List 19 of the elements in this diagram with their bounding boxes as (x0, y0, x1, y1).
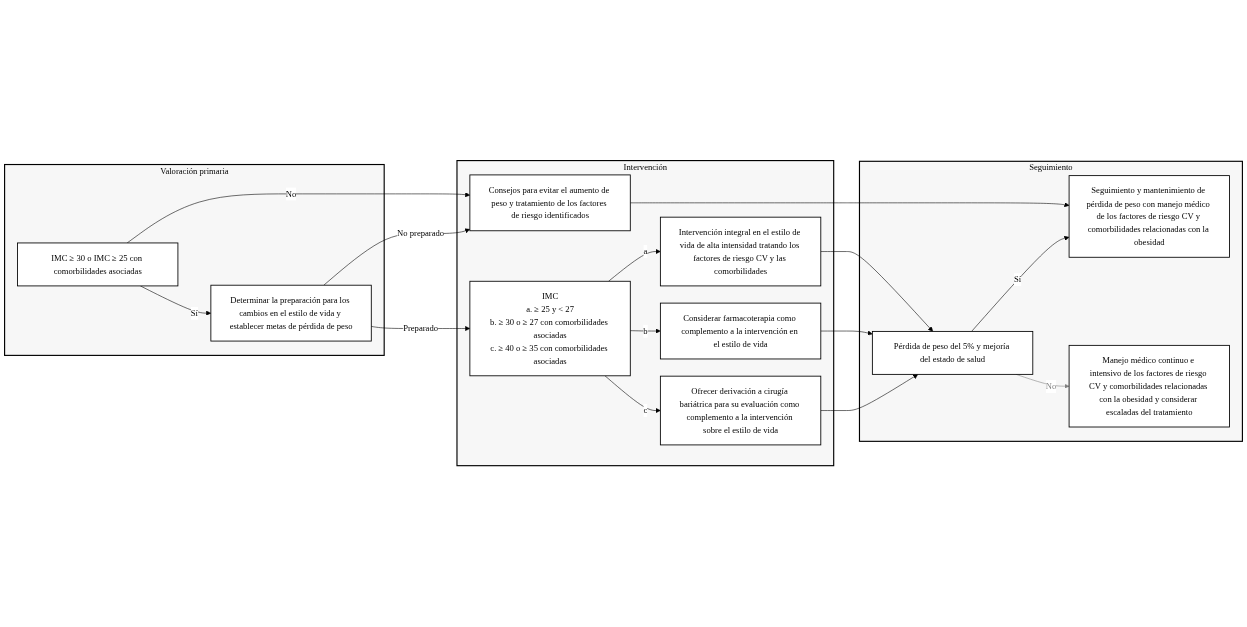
node-box: Pérdida de peso del 5% y mejoría del estado de salud (871, 331, 1034, 376)
node-box: Considerar farmacoterapia como complemento a la intervención en el estilo de vida (659, 303, 822, 360)
edge-label: Sí (190, 308, 198, 318)
edge-label: No (1045, 381, 1057, 391)
edge-label: No (285, 189, 297, 199)
edge-label: No preparado (397, 229, 445, 239)
edge-label: b (643, 326, 648, 336)
edge-label: c (643, 406, 648, 416)
node-box: Seguimiento y mantenimiento de pérdida de peso con manejo médico de los factores de riesgo CV y comorbilidades relacionadas con la obesidad (1068, 175, 1230, 259)
edge-label: Preparado (403, 324, 438, 334)
edge-label: a (643, 247, 648, 257)
node-box: Consejos para evitar el aumento de peso y tratamiento de los factores de riesgo identificados (469, 174, 631, 232)
node-box: Manejo médico continuo e intensivo de los factores de riesgo CV y comorbilidades relacionadas con la obesidad y considerar escaladas del tratamiento (1068, 345, 1230, 428)
node-box: Intervención integral en el estilo de vida de alta intensidad tratando los factores de riesgo CV y las comorbilidades (659, 217, 822, 287)
node-box: IMC ≥ 30 o IMC ≥ 25 con comorbilidades asociadas (17, 242, 179, 287)
node-box: IMC a. ≥ 25 y < 27 b. ≥ 30 o ≥ 27 con comorbilidades asociadas c. ≥ 40 o ≥ 35 con comorbilidades asociadas (469, 281, 631, 377)
edge-label: Sí (1013, 275, 1022, 285)
node-box: Ofrecer derivación a cirugía bariátrica para su evaluación como complemento a la intervención sobre el estilo de vida (659, 376, 822, 446)
node-box: Determinar la preparación para los cambios en el estilo de vida y establecer metas de pérdida de peso (210, 285, 372, 342)
